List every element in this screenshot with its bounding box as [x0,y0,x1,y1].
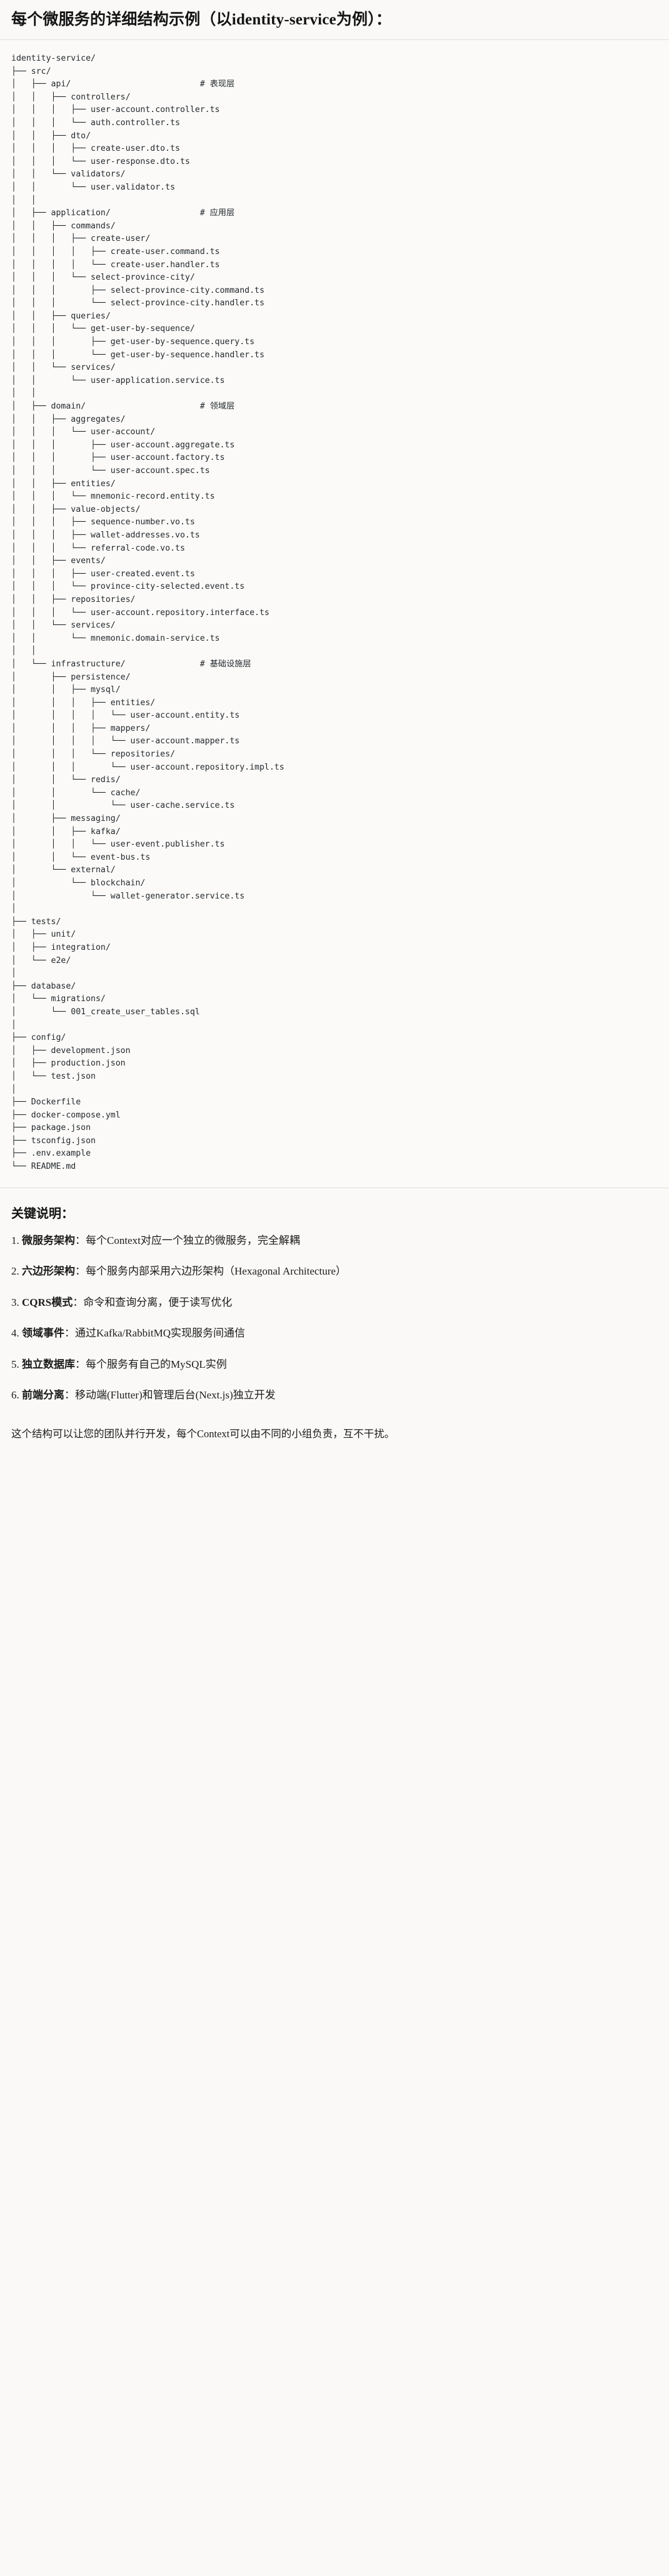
closing-paragraph: 这个结构可以让您的团队并行开发，每个Context可以由不同的小组负责，互不干扰… [11,1427,395,1440]
note-separator: ： [75,1234,86,1246]
document-page: 每个微服务的详细结构示例（以identity-service为例）： ident… [0,0,669,1455]
note-separator: ： [75,1265,86,1278]
note-description: 每个Context对应一个独立的微服务，完全解耦 [86,1234,300,1246]
note-description: 移动端(Flutter)和管理后台(Next.js)独立开发 [75,1389,276,1402]
list-item: CQRS模式：命令和查询分离，便于读写优化 [11,1295,658,1311]
directory-tree: identity-service/ ├── src/ │ ├── api/ # … [11,54,284,1172]
note-separator: ： [75,1358,86,1370]
list-item: 微服务架构：每个Context对应一个独立的微服务，完全解耦 [11,1233,658,1249]
note-separator: ： [64,1389,75,1402]
note-description: 每个服务内部采用六边形架构（Hexagonal Architecture） [86,1265,346,1278]
note-term: 前端分离 [22,1389,64,1402]
directory-tree-block: identity-service/ ├── src/ │ ├── api/ # … [0,40,669,1188]
note-term: 独立数据库 [22,1358,75,1370]
note-term: 六边形架构 [22,1265,75,1278]
key-notes-title: 关键说明： [11,1206,74,1221]
note-separator: ： [64,1327,75,1340]
note-separator: ： [73,1296,84,1308]
list-item: 六边形架构：每个服务内部采用六边形架构（Hexagonal Architectu… [11,1263,658,1280]
list-item: 领域事件：通过Kafka/RabbitMQ实现服务间通信 [11,1325,658,1341]
note-description: 通过Kafka/RabbitMQ实现服务间通信 [75,1327,245,1340]
title-divider [0,39,669,40]
list-item: 独立数据库：每个服务有自己的MySQL实例 [11,1357,658,1373]
note-term: 领域事件 [22,1327,64,1340]
page-title: 每个微服务的详细结构示例（以identity-service为例）： [11,11,392,28]
note-term: CQRS模式 [22,1296,73,1308]
note-term: 微服务架构 [22,1234,75,1246]
list-item: 前端分离：移动端(Flutter)和管理后台(Next.js)独立开发 [11,1387,658,1403]
key-notes-section: 关键说明： 微服务架构：每个Context对应一个独立的微服务，完全解耦 六边形… [0,1188,669,1423]
note-description: 每个服务有自己的MySQL实例 [86,1358,227,1370]
key-notes-list: 微服务架构：每个Context对应一个独立的微服务，完全解耦 六边形架构：每个服… [11,1233,658,1403]
note-description: 命令和查询分离，便于读写优化 [83,1296,233,1308]
